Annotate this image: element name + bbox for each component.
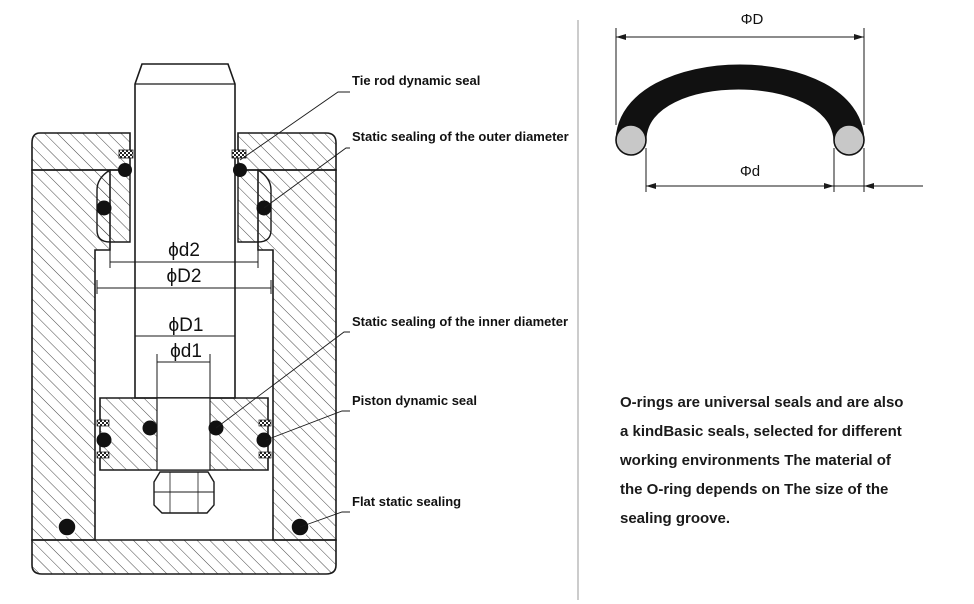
dim-D2-label: ϕD2 (167, 266, 202, 287)
piston-bore (156, 397, 211, 471)
cylinder-cross-section: ϕd2 ϕD2 ϕD1 ϕd1 Tie rod dynamic seal Sta… (31, 63, 569, 575)
oring-tie-rod-left (118, 163, 132, 177)
oring-outer-left (96, 200, 112, 216)
wiper-left (118, 149, 134, 159)
callout-static-inner-diameter: Static sealing of the inner diameter (352, 314, 568, 329)
description-line: sealing groove. (620, 510, 731, 527)
backup-ring-left-top (96, 419, 110, 427)
oring-tie-rod-right (233, 163, 247, 177)
dim-D1-label: ϕD1 (169, 315, 204, 336)
callout-flat-static-sealing: Flat static sealing (352, 494, 461, 509)
description-line: O-rings are universal seals and are also (620, 394, 904, 411)
wiper-right (231, 149, 247, 159)
callout-tie-rod-dynamic-seal: Tie rod dynamic seal (352, 73, 480, 88)
oring-inner-left (142, 420, 158, 436)
oring-piston-right (256, 432, 272, 448)
oring-arc-body (615, 64, 865, 141)
oring-outer-diameter-label: ΦD (741, 11, 764, 28)
callout-static-outer-diameter: Static sealing of the outer diameter (352, 129, 569, 144)
oring-flat-left (57, 517, 77, 537)
oring-section-right (833, 124, 865, 156)
description-line: a kindBasic seals, selected for differen… (620, 423, 902, 440)
backup-ring-right-top (258, 419, 272, 427)
cylinder-bottom-plate (31, 539, 337, 575)
description-line: the O-ring depends on The size of the (620, 481, 889, 498)
dimension-lines (96, 244, 272, 398)
oring-section-left (615, 124, 647, 156)
callout-leaders (215, 91, 350, 528)
cylinder-head-cap (31, 132, 131, 171)
cylinder-head-cap-right (237, 132, 337, 171)
backup-ring-left-bottom (96, 451, 110, 459)
dim-d1-label: ϕd1 (170, 341, 202, 362)
dim-d2-label: ϕd2 (168, 240, 200, 261)
oring-inner-diameter-label: Φd (740, 163, 760, 180)
oring-description: O-rings are universal seals and are also… (620, 388, 940, 533)
description-line: working environments The material of (620, 452, 891, 469)
callout-piston-dynamic-seal: Piston dynamic seal (352, 393, 477, 408)
gland-left (96, 169, 131, 243)
oring-diagram: ΦD Φd (615, 11, 923, 192)
gland-right (237, 169, 272, 243)
backup-ring-right-bottom (258, 451, 272, 459)
oring-piston-left (96, 432, 112, 448)
